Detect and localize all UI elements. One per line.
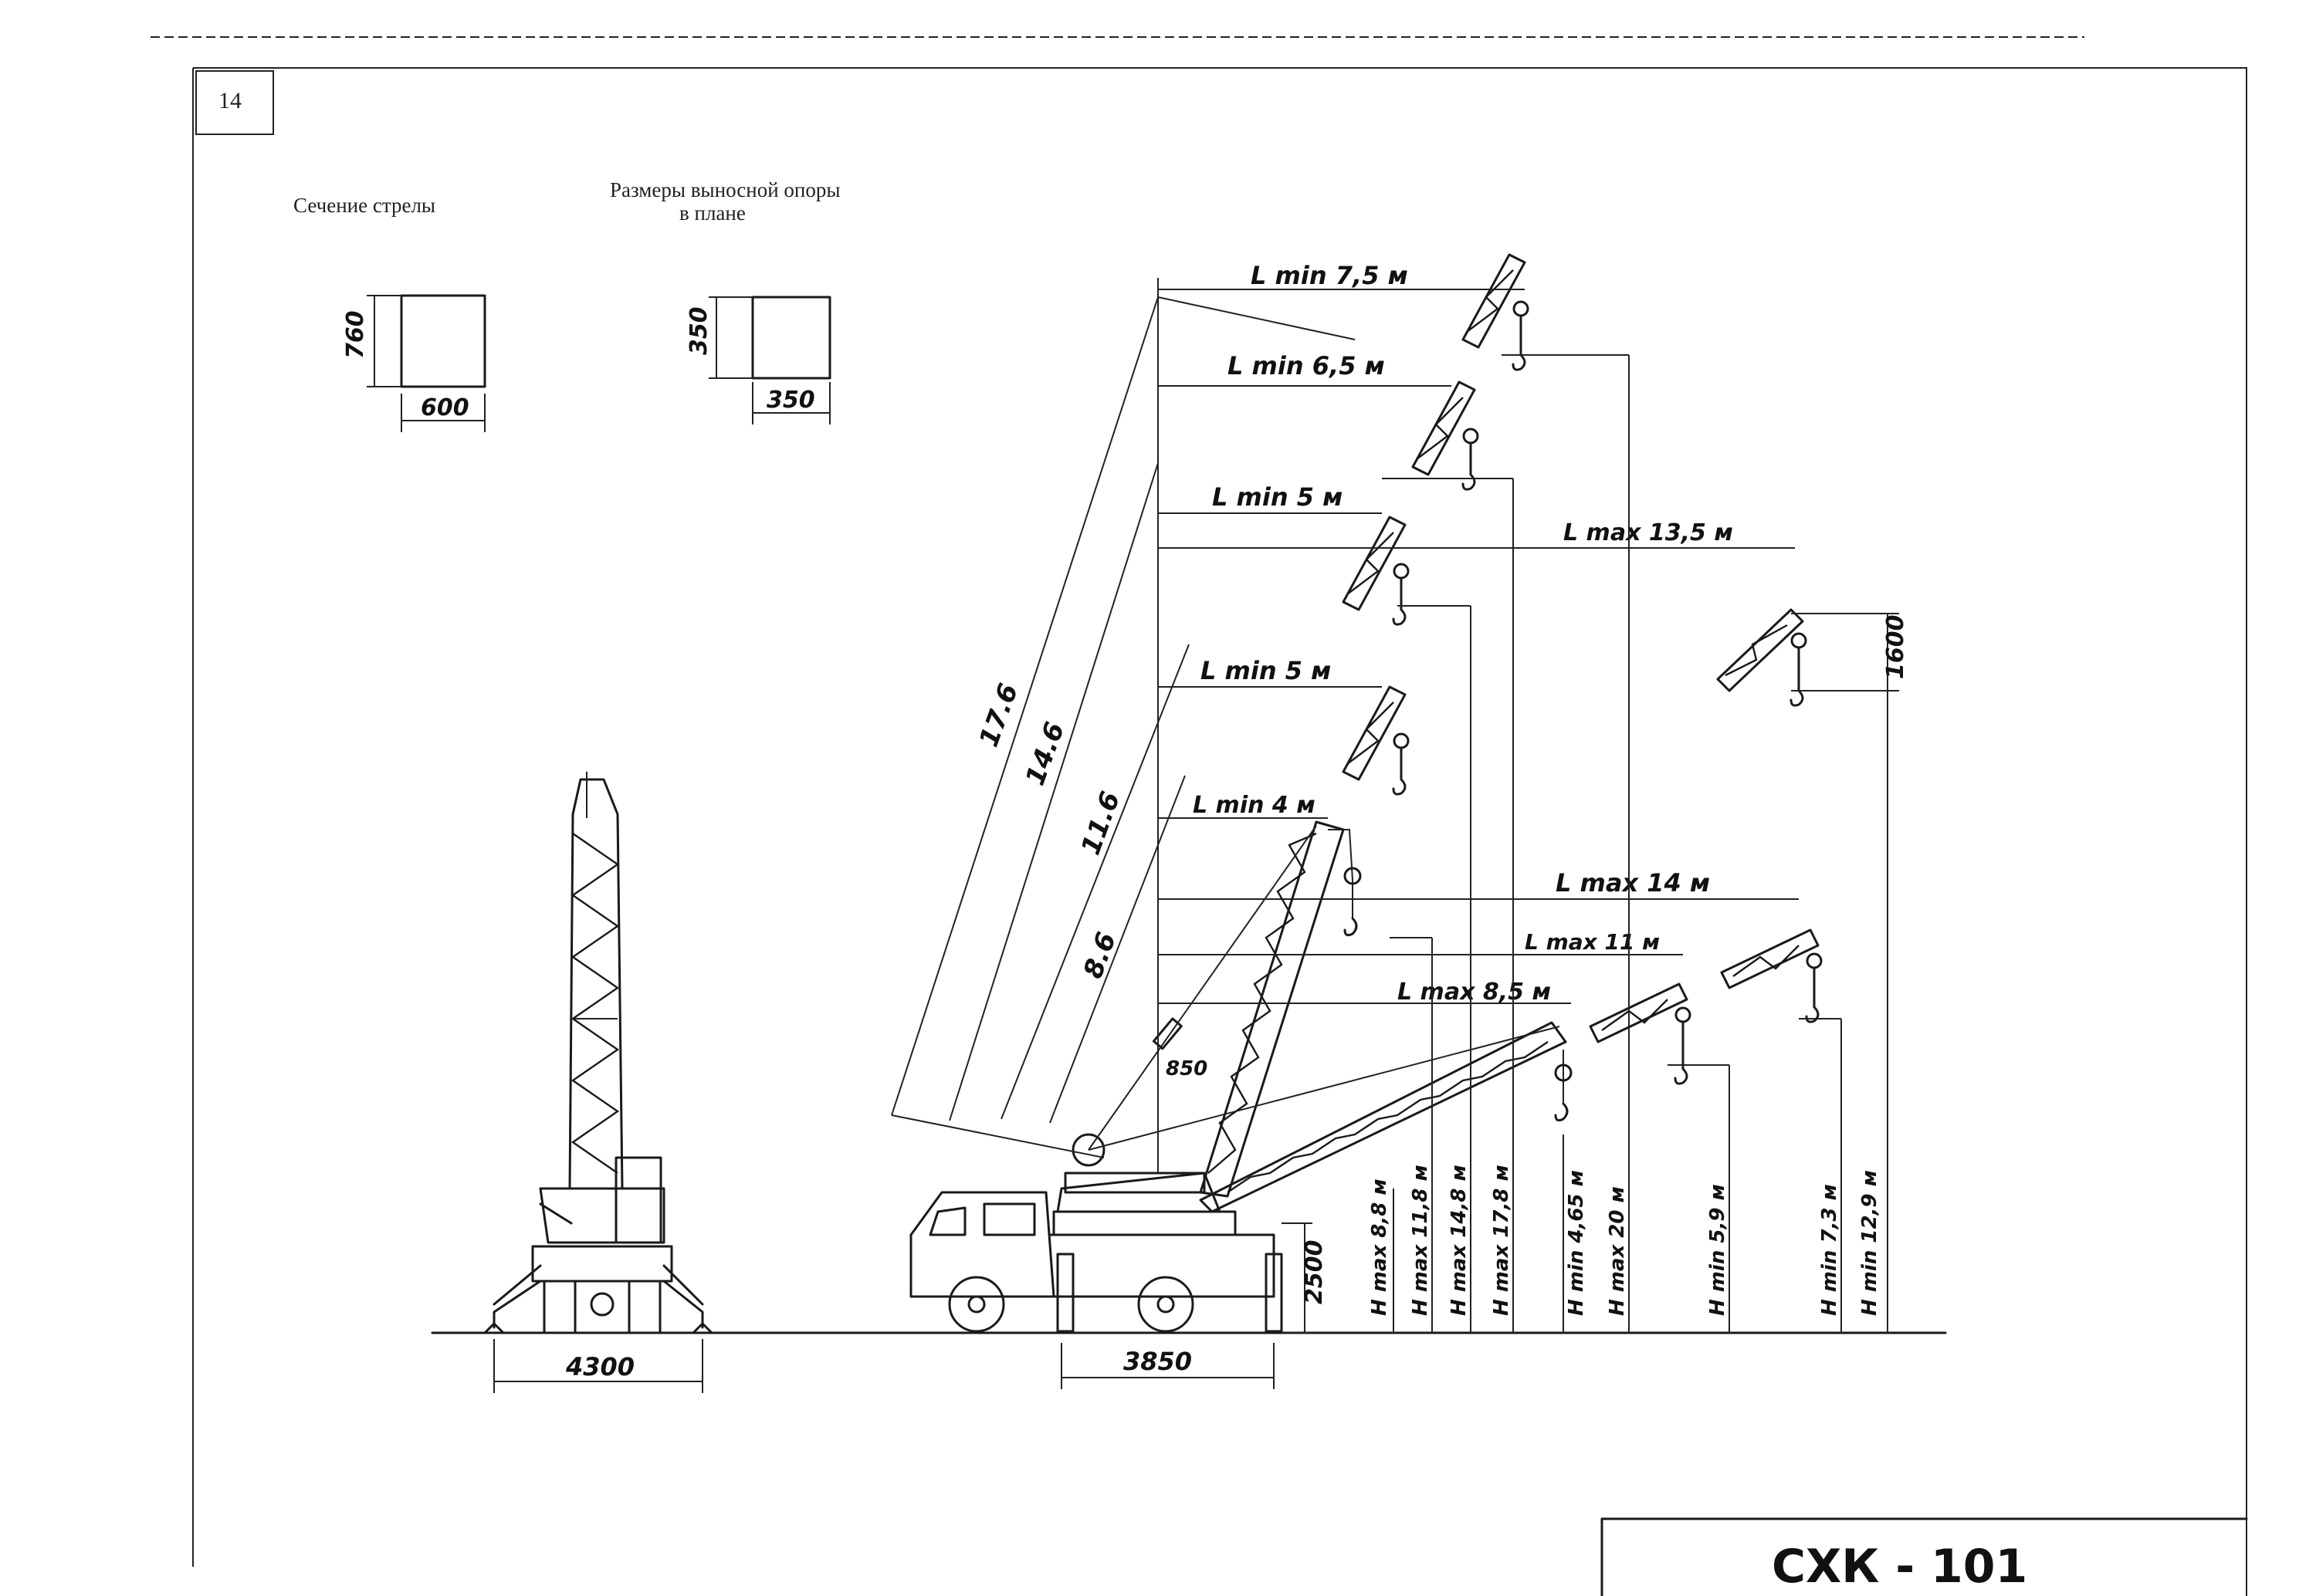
height-5: H min 4,65 м	[1565, 1170, 1588, 1316]
boom-length-2: 14.6	[1020, 719, 1071, 790]
boom-length-4: 8.6	[1078, 928, 1122, 982]
height-2: H max 11,8 м	[1409, 1165, 1432, 1316]
height-3: H max 14,8 м	[1448, 1165, 1471, 1316]
radius-lmax-13-5: L max 13,5 м	[1563, 519, 1733, 546]
jib-offset-dim-lines	[1791, 613, 1899, 1333]
radius-lmin-5-b: L min 5 м	[1200, 656, 1331, 685]
boom-section-drawing	[367, 294, 486, 432]
outrigger-span-dim: 3850	[1123, 1347, 1192, 1376]
boom-length-dims	[891, 296, 1356, 1158]
boom-offset-dim: 850	[1166, 1057, 1207, 1080]
chassis-height-dim: 2500	[1301, 1240, 1328, 1305]
title-block: СХК - 101	[1772, 1540, 2027, 1594]
front-view-crane	[483, 772, 713, 1393]
side-view-crane	[909, 1133, 1312, 1389]
height-4: H max 17,8 м	[1490, 1165, 1513, 1316]
boom-section-label: Сечение стрелы	[293, 194, 435, 217]
sheet-frame	[193, 67, 2247, 1596]
height-1: H max 8,8 м	[1368, 1178, 1391, 1316]
radius-lmax-11: L max 11 м	[1525, 929, 1660, 955]
outrigger-label-1: Размеры выносной опоры	[610, 178, 840, 201]
radius-lmin-7-5: L min 7,5 м	[1251, 261, 1408, 290]
height-7: H min 5,9 м	[1706, 1184, 1729, 1316]
height-6: H max 20 м	[1606, 1186, 1629, 1316]
height-dim-lines	[1382, 354, 1842, 1333]
height-9: H min 12,9 м	[1858, 1170, 1881, 1316]
title-block-frame	[1600, 1517, 2248, 1596]
page-number: 14	[218, 88, 242, 113]
radius-dim-lines	[1158, 289, 1799, 1004]
outrigger-width: 350	[767, 387, 815, 414]
radius-lmin-4: L min 4 м	[1193, 792, 1315, 819]
page-number-box	[195, 70, 274, 135]
radius-lmax-8-5: L max 8,5 м	[1397, 979, 1551, 1006]
outrigger-pad-drawing	[709, 296, 831, 424]
radius-lmin-6-5: L min 6,5 м	[1227, 351, 1385, 380]
boom-tip-hooks	[1342, 253, 1823, 1085]
outrigger-label-2: в плане	[679, 201, 746, 225]
section-width: 600	[421, 394, 469, 421]
jib-offset: 1600	[1882, 615, 1909, 680]
height-8: H min 7,3 м	[1818, 1184, 1841, 1316]
boom-length-1: 17.6	[973, 680, 1024, 752]
radius-lmax-14: L max 14 м	[1556, 868, 1710, 898]
section-height: 760	[342, 310, 369, 359]
boom-inclined	[1088, 1021, 1573, 1213]
base-width-dim: 4300	[565, 1352, 635, 1381]
radius-lmin-5-a: L min 5 м	[1212, 482, 1343, 512]
outrigger-height: 350	[686, 306, 713, 355]
